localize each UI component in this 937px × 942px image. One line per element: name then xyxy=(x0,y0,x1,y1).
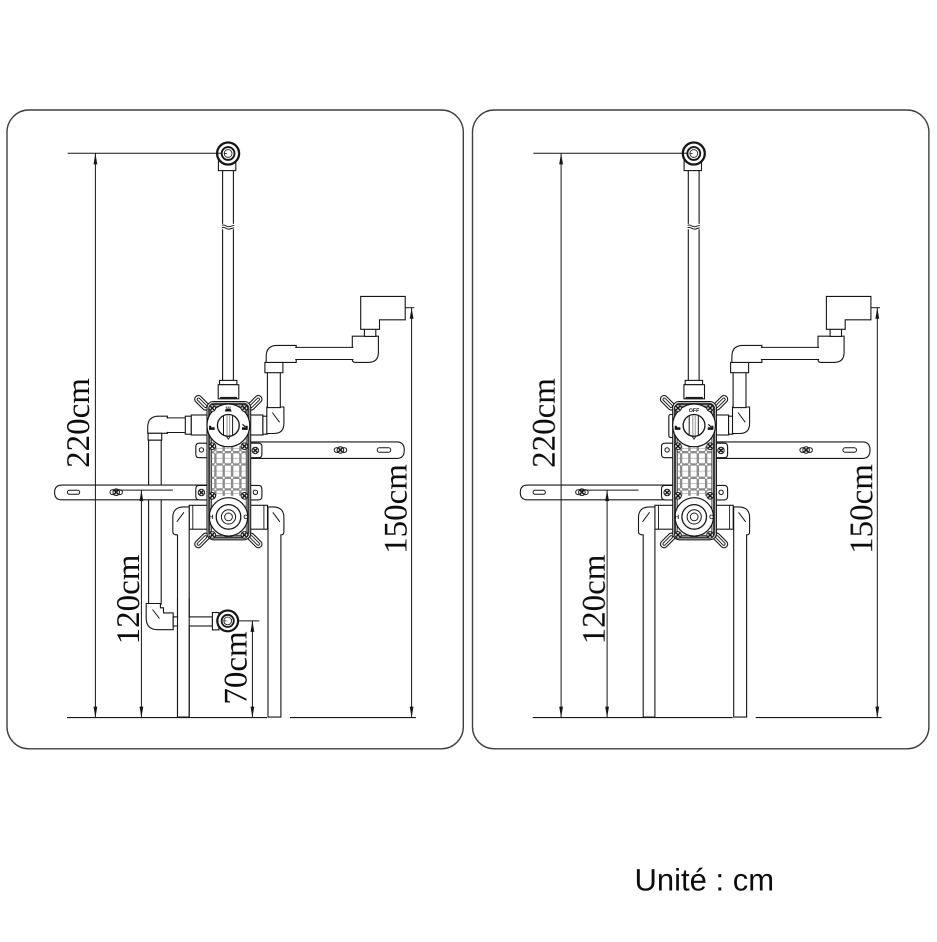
svg-text:120cm: 120cm xyxy=(111,554,147,644)
svg-text:Unité : cm: Unité : cm xyxy=(635,863,775,898)
svg-text:220cm: 220cm xyxy=(61,378,97,468)
svg-text:C: C xyxy=(243,514,248,521)
svg-text:150cm: 150cm xyxy=(379,464,415,554)
svg-text:70cm: 70cm xyxy=(219,631,255,705)
svg-text:C: C xyxy=(709,514,714,521)
svg-text:220cm: 220cm xyxy=(527,378,563,468)
svg-text:150cm: 150cm xyxy=(844,464,880,554)
svg-text:120cm: 120cm xyxy=(577,554,613,644)
svg-text:H: H xyxy=(675,514,680,521)
svg-text:H: H xyxy=(209,514,214,521)
svg-text:OFF: OFF xyxy=(689,408,699,414)
